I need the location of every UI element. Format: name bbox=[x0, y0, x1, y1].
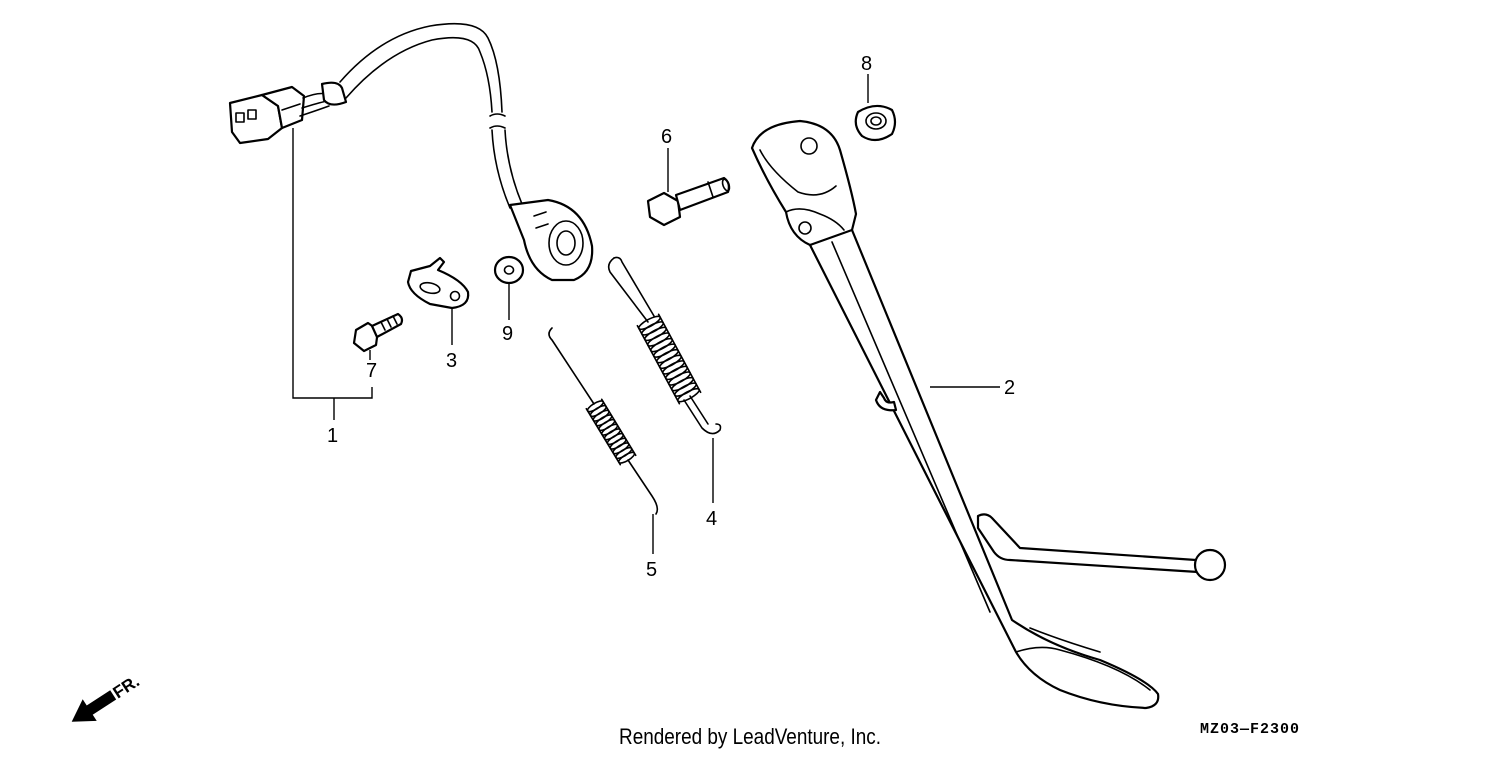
spring-coil-edge bbox=[600, 398, 637, 457]
pivot-bolt bbox=[646, 176, 731, 227]
side-stand-spring-inner bbox=[548, 327, 659, 515]
callout-1: 1 bbox=[327, 425, 338, 447]
callout-3: 3 bbox=[446, 350, 457, 372]
callout-5: 5 bbox=[646, 559, 657, 581]
callout-7: 7 bbox=[366, 360, 377, 382]
switch-bolt bbox=[352, 312, 404, 353]
callout-8: 8 bbox=[861, 53, 872, 75]
callout-9: 9 bbox=[502, 323, 513, 345]
spring-coil-edge bbox=[657, 313, 702, 394]
leader-lines bbox=[292, 74, 1000, 554]
callout-labels: 1 2 3 4 5 6 7 8 9 bbox=[327, 53, 1015, 581]
switch-bracket-plate bbox=[406, 256, 470, 310]
side-stand-switch-assembly bbox=[228, 22, 594, 282]
side-stand bbox=[750, 119, 1227, 710]
side-stand-spring-outer bbox=[607, 256, 722, 435]
spring-coil-edge bbox=[636, 324, 681, 405]
callout-6: 6 bbox=[661, 126, 672, 148]
switch-connector bbox=[228, 85, 306, 145]
render-credit: Rendered by LeadVenture, Inc. bbox=[619, 724, 881, 749]
washer bbox=[493, 255, 525, 285]
side-stand-kick-arm bbox=[976, 513, 1227, 582]
pivot-nut bbox=[854, 104, 897, 142]
spring-coil-edge bbox=[585, 407, 622, 466]
switch-body bbox=[508, 198, 594, 282]
front-arrow-icon bbox=[71, 690, 117, 722]
front-direction-indicator: FR. bbox=[71, 672, 143, 722]
callout-2: 2 bbox=[1004, 377, 1015, 399]
callout-4: 4 bbox=[706, 508, 717, 530]
diagram-code: MZ03—F2300 bbox=[1200, 721, 1301, 738]
